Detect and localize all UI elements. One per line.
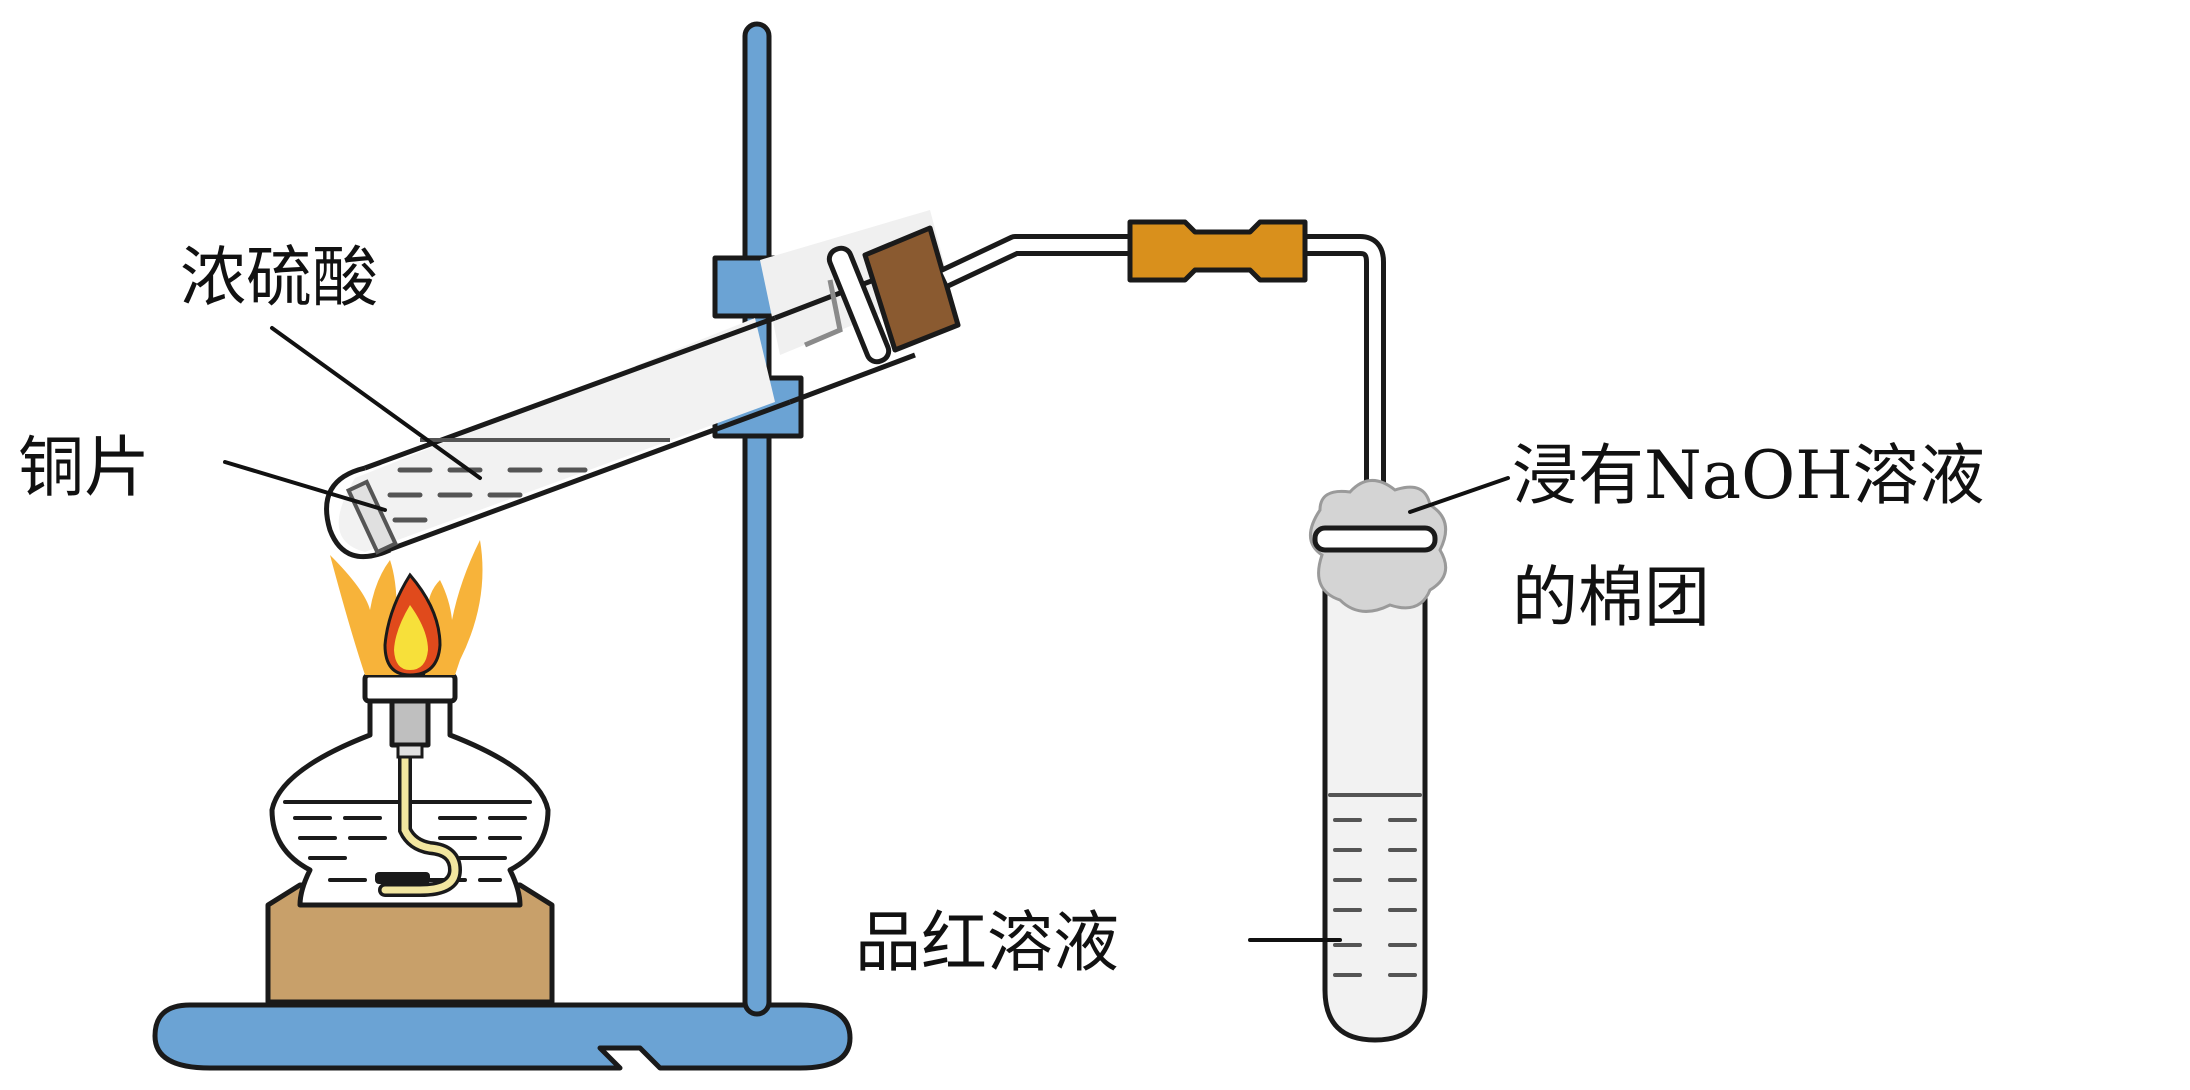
- cotton-ball-icon: [1309, 479, 1448, 613]
- label-concentrated-sulfuric-acid: 浓硫酸: [180, 239, 378, 316]
- test-tube-icon: [324, 210, 961, 560]
- label-cotton-line1: 浸有NaOH溶液: [1512, 437, 1985, 514]
- receiving-test-tube: [1322, 542, 1428, 1043]
- acid-leader-line: [270, 326, 482, 480]
- copper-leader-line: [223, 460, 387, 512]
- label-magenta-solution: 品红溶液: [855, 904, 1119, 981]
- alcohol-burner-icon: [265, 672, 555, 1005]
- flame-icon: [330, 540, 483, 677]
- label-copper-strip: 铜片: [18, 429, 150, 506]
- delivery-tube: [940, 219, 1386, 965]
- cotton-leader-line: [1408, 476, 1510, 514]
- label-cotton-line2: 的棉团: [1512, 559, 1710, 636]
